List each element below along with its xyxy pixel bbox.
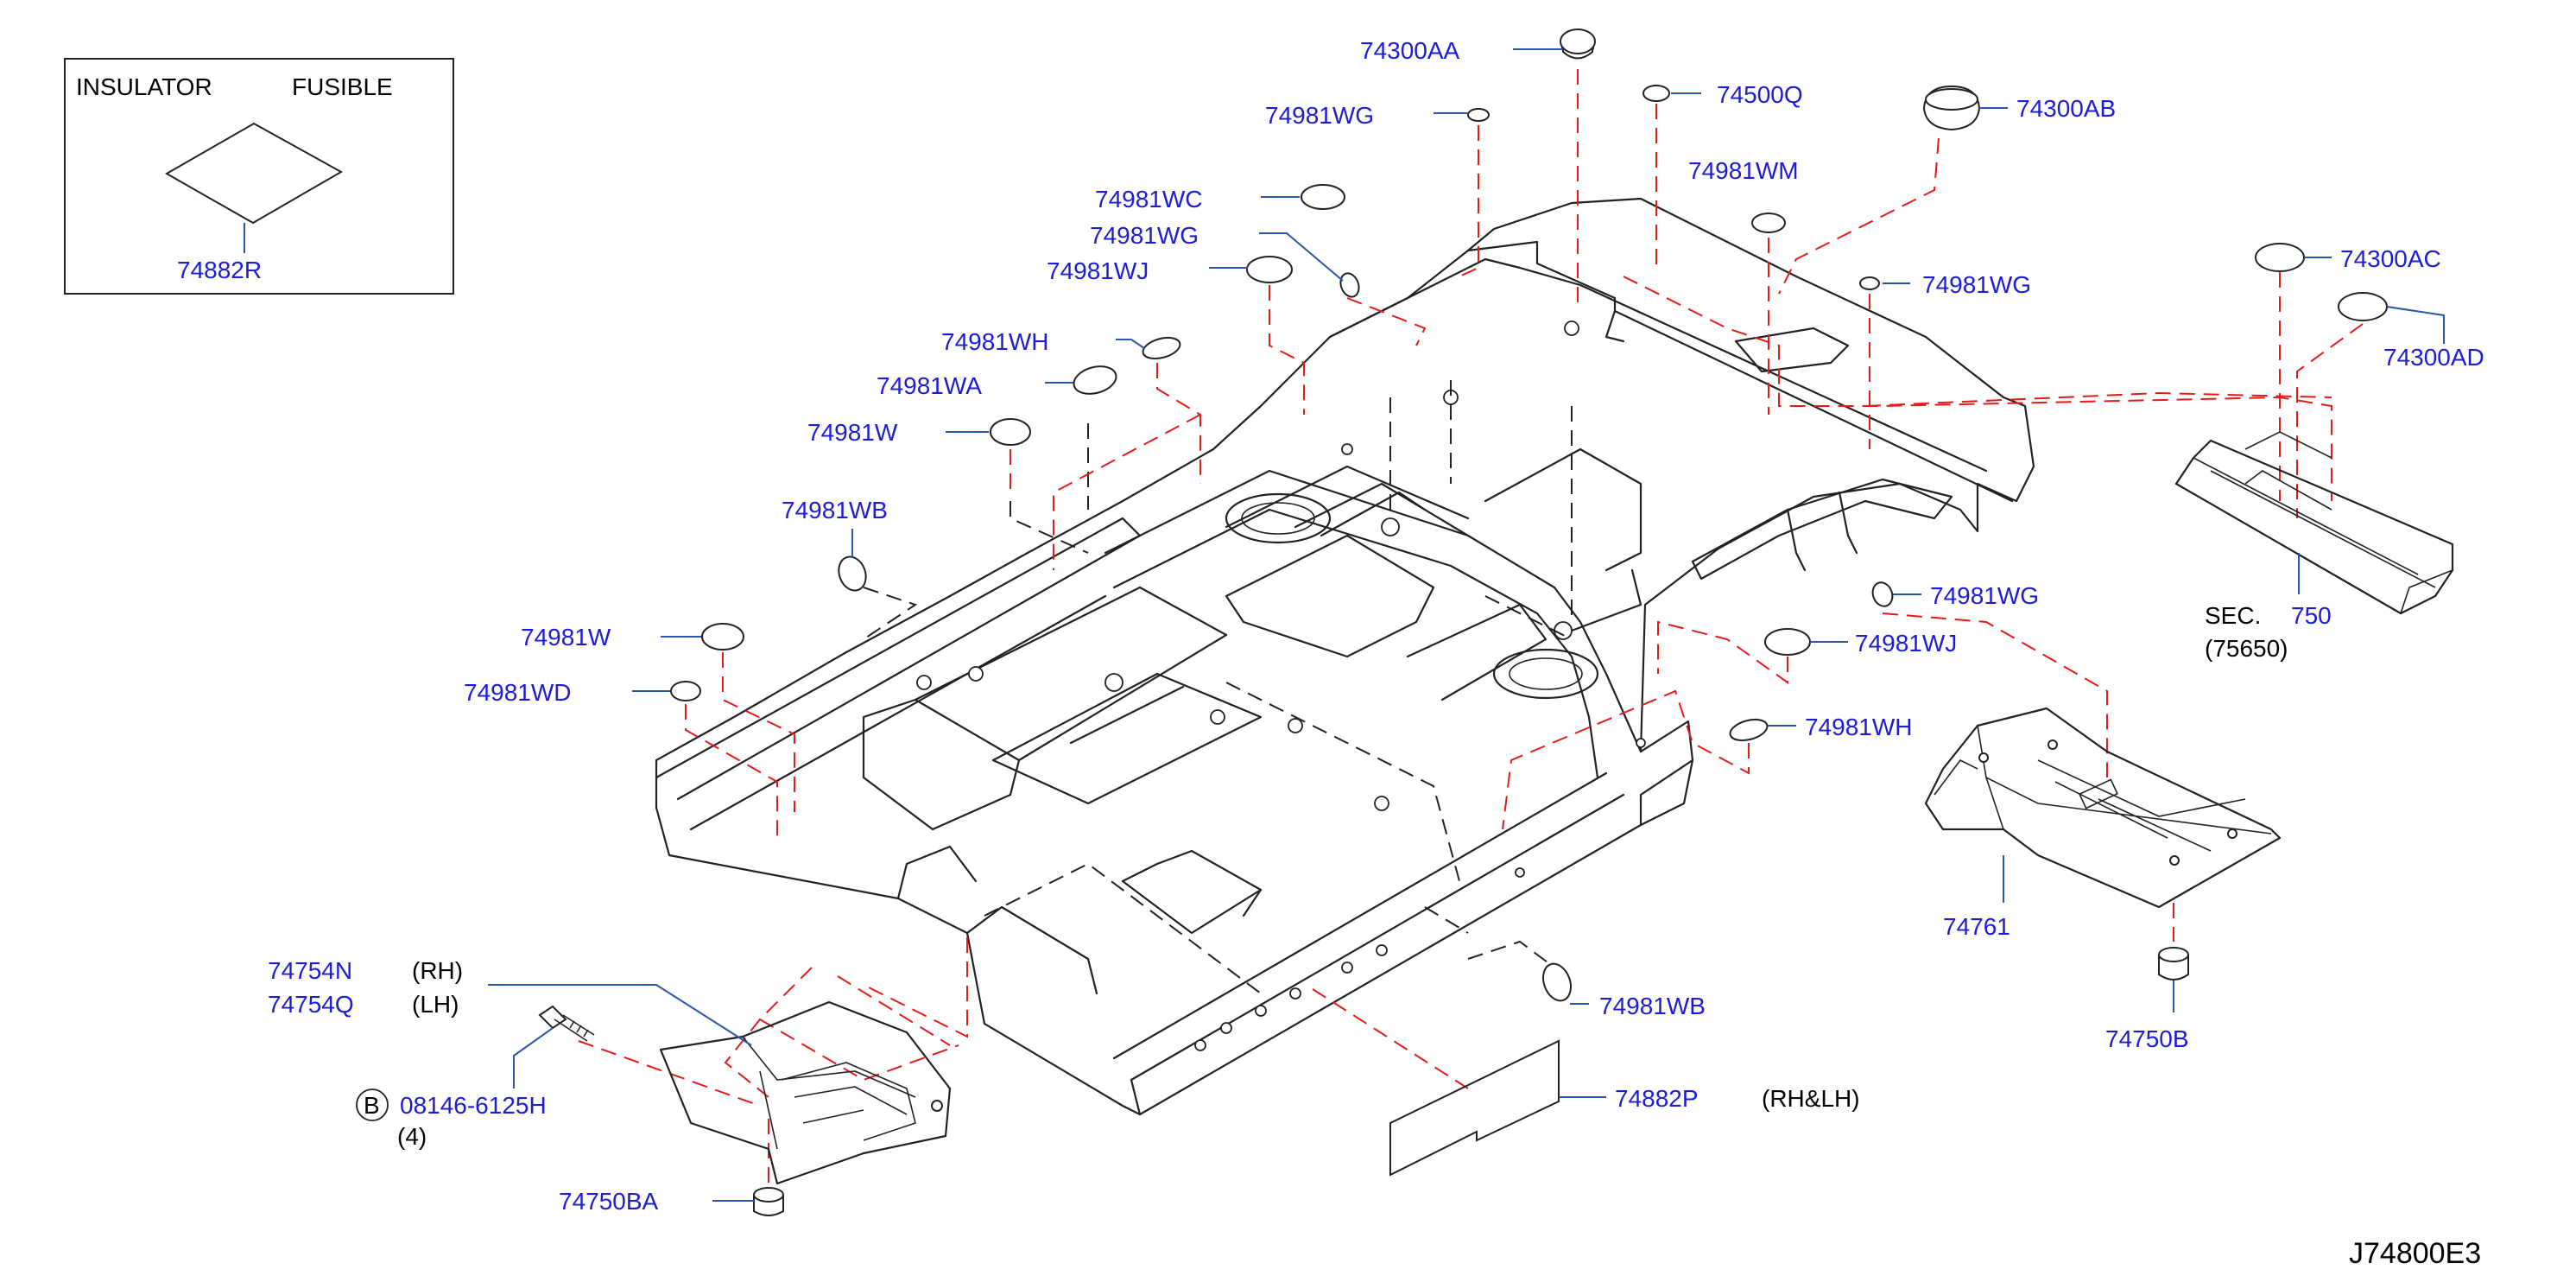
label-74981WA: 74981WA bbox=[877, 372, 982, 399]
part-labels: 74300AA 74500Q 74300AB 74981WG 74981WM 7… bbox=[268, 37, 2484, 1215]
label-74882P: 74882P bbox=[1615, 1085, 1699, 1112]
note-rh-lh: (RH&LH) bbox=[1762, 1085, 1860, 1112]
plug-74981WD bbox=[670, 681, 701, 701]
legend-box: INSULATOR FUSIBLE 74882R bbox=[64, 58, 454, 295]
plug-74300AB bbox=[1922, 85, 1981, 131]
cover-74761 bbox=[1924, 707, 2282, 909]
label-74981WG-top: 74981WG bbox=[1265, 102, 1374, 129]
plug-74981WH-right bbox=[1729, 718, 1769, 742]
legend-insulator-pad-shape bbox=[164, 122, 344, 225]
plug-parts bbox=[670, 29, 2388, 1002]
label-74981WJ-right: 74981WJ bbox=[1855, 630, 1957, 657]
legend-part-74882R: 74882R bbox=[177, 257, 262, 283]
label-74981WB-left: 74981WB bbox=[782, 497, 888, 524]
label-74981WG-mid: 74981WG bbox=[1090, 222, 1199, 249]
label-74754N: 74754N bbox=[268, 957, 352, 984]
plug-74300AC bbox=[2255, 243, 2305, 272]
plug-74981WG-top bbox=[1467, 108, 1490, 122]
label-74754Q: 74754Q bbox=[268, 991, 354, 1018]
plug-74300AD bbox=[2338, 292, 2388, 321]
plug-74981WM bbox=[1751, 213, 1786, 233]
label-74300AB: 74300AB bbox=[2016, 95, 2116, 122]
label-74981WG-right: 74981WG bbox=[1922, 271, 2031, 298]
label-74500Q: 74500Q bbox=[1717, 81, 1803, 108]
label-74981WM: 74981WM bbox=[1688, 157, 1799, 184]
label-74981WH-right: 74981WH bbox=[1805, 714, 1913, 740]
plug-74981WC bbox=[1301, 184, 1345, 210]
note-sec-prefix: SEC. bbox=[2205, 602, 2261, 629]
label-74981WG-lower: 74981WG bbox=[1930, 582, 2039, 609]
label-74300AD: 74300AD bbox=[2383, 344, 2484, 371]
plug-74981W-lower bbox=[701, 623, 744, 651]
label-74981WH-left: 74981WH bbox=[941, 328, 1049, 355]
note-sec-sub: (75650) bbox=[2205, 635, 2288, 662]
plug-74300AA bbox=[1560, 29, 1596, 60]
plug-74500Q bbox=[1642, 85, 1670, 102]
plug-74981WJ-right bbox=[1764, 628, 1811, 656]
mud-guard-74754 bbox=[659, 1000, 952, 1185]
plug-74981WG-lower bbox=[1871, 581, 1894, 607]
nut-74750B bbox=[2158, 947, 2189, 981]
plug-74981WJ-left bbox=[1246, 256, 1293, 283]
plug-74981WB-left bbox=[838, 555, 867, 592]
plug-74981WA bbox=[1073, 365, 1117, 395]
label-74981WD: 74981WD bbox=[464, 679, 572, 706]
plug-74981WG-right bbox=[1859, 276, 1880, 290]
label-74981WC: 74981WC bbox=[1095, 186, 1203, 213]
plug-74981W-upper bbox=[990, 418, 1031, 446]
plug-74981WH-left bbox=[1142, 336, 1181, 360]
bolt-marker-b: B bbox=[364, 1092, 380, 1119]
insulator-74882P bbox=[1389, 1039, 1560, 1177]
label-74750B: 74750B bbox=[2105, 1025, 2189, 1052]
leader-lines bbox=[356, 48, 2445, 1202]
label-74300AC: 74300AC bbox=[2340, 245, 2441, 272]
drawing-code: J74800E3 bbox=[2349, 1237, 2481, 1270]
legend-fusible-label: FUSIBLE bbox=[292, 73, 393, 100]
panel-holes bbox=[916, 320, 1646, 1051]
note-lh: (LH) bbox=[412, 991, 459, 1018]
label-74981WB-bottom: 74981WB bbox=[1599, 993, 1706, 1019]
note-qty: (4) bbox=[397, 1123, 427, 1150]
plug-74981WB-bottom bbox=[1542, 962, 1572, 1002]
label-74981WJ-left: 74981WJ bbox=[1047, 257, 1149, 284]
nut-74750BA bbox=[753, 1187, 784, 1216]
side-rail-part bbox=[2174, 431, 2454, 615]
floor-panel-outline bbox=[655, 197, 2035, 1116]
bolt-08146 bbox=[538, 1005, 595, 1042]
plug-74981WG-mid bbox=[1339, 272, 1360, 298]
label-08146-6125H: 08146-6125H bbox=[400, 1092, 547, 1119]
note-rh: (RH) bbox=[412, 957, 463, 984]
floor-panel bbox=[655, 197, 2035, 1116]
label-74981W-lower: 74981W bbox=[521, 624, 611, 651]
label-74761: 74761 bbox=[1943, 913, 2010, 940]
label-74981W-upper: 74981W bbox=[807, 419, 898, 446]
note-sec-number[interactable]: 750 bbox=[2291, 602, 2332, 629]
legend-insulator-label: INSULATOR bbox=[76, 73, 212, 100]
assembly-lines bbox=[578, 69, 2364, 1192]
label-74300AA: 74300AA bbox=[1360, 37, 1460, 64]
label-74750BA: 74750BA bbox=[559, 1188, 659, 1215]
notes: (RH) (LH) (RH&LH) (4) B SEC. 750 (75650)… bbox=[364, 602, 2481, 1270]
